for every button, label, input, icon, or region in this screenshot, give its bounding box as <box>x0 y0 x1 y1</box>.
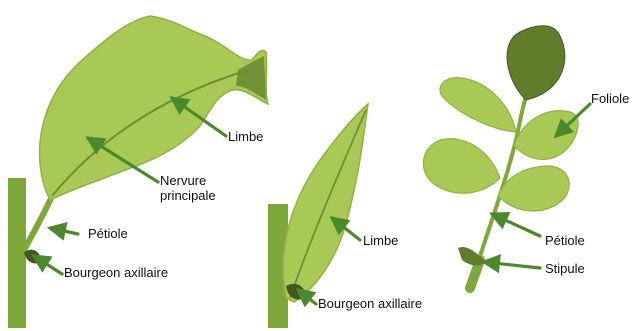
compound-leaf-illustration <box>423 26 578 288</box>
label-bourgeon-1: Bourgeon axillaire <box>64 265 168 280</box>
label-petiole-3: Pétiole <box>545 233 585 248</box>
label-limbe-2: Limbe <box>363 233 398 248</box>
arrow-stipule <box>484 262 540 268</box>
leaflet-upper-right <box>514 111 578 160</box>
simple-leaf-illustration <box>8 16 268 328</box>
leaflet-lower-left <box>423 139 500 193</box>
label-nervure-line2: principale <box>160 188 216 203</box>
label-bourgeon-2: Bourgeon axillaire <box>318 296 422 311</box>
label-petiole-1: Pétiole <box>88 226 128 241</box>
leaf-petiole <box>24 196 52 250</box>
label-limbe-1: Limbe <box>228 129 263 144</box>
narrow-leaf-illustration <box>268 104 368 328</box>
leaflet-upper-left <box>440 78 516 132</box>
arrow-petiole-1 <box>50 228 78 234</box>
label-nervure-line1: Nervure <box>160 173 206 188</box>
arrow-petiole-3 <box>492 214 540 236</box>
terminal-leaflet <box>507 26 565 100</box>
label-stipule: Stipule <box>545 261 585 276</box>
label-foliole: Foliole <box>591 91 629 106</box>
main-stem <box>8 178 26 328</box>
arrow-bourgeon-1 <box>34 256 62 274</box>
